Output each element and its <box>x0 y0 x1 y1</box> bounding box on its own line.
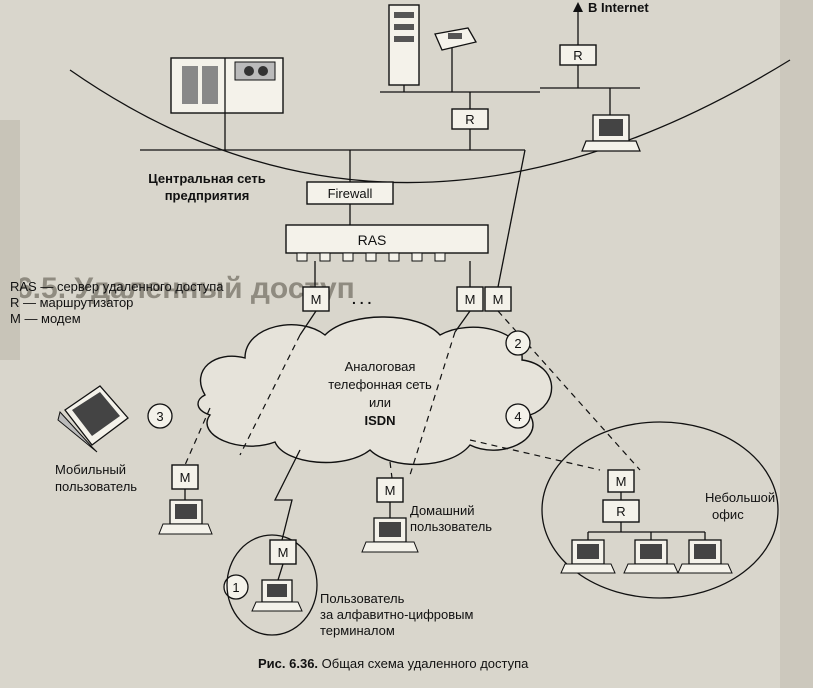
path-mobile <box>184 407 211 466</box>
enterprise-network-boundary <box>69 59 791 184</box>
laptop-icon <box>57 385 129 453</box>
svg-text:1: 1 <box>232 580 239 595</box>
page-edge-shadow <box>780 0 813 688</box>
case-badge-2: 2 <box>505 330 531 356</box>
office-modem-label: M <box>616 474 627 489</box>
computer-icon <box>361 517 419 553</box>
caption-text: Общая схема удаленного доступа <box>318 656 529 671</box>
caption-prefix: Рис. 6.36. <box>258 656 318 671</box>
path-office <box>469 439 601 471</box>
firewall-label: Firewall <box>328 186 373 201</box>
arrow-up-icon <box>573 2 583 12</box>
terminal-user-label-1: Пользователь <box>320 591 405 606</box>
legend-ras: RAS — сервер удаленного доступа <box>10 279 224 294</box>
svg-text:4: 4 <box>514 409 521 424</box>
legend-modem: M — модем <box>10 311 81 326</box>
server-rack-icon <box>170 57 284 150</box>
terminal-icon <box>251 579 303 612</box>
terminal-user-label-3: терминалом <box>320 623 395 638</box>
cloud-label-1: Аналоговая <box>345 359 416 374</box>
home-modem-label: M <box>385 483 396 498</box>
small-office-boundary <box>541 421 779 599</box>
case-badge-4: 4 <box>505 403 531 429</box>
ras-label: RAS <box>358 232 387 248</box>
router-internal-label: R <box>465 112 474 127</box>
path-case-4 <box>409 331 456 476</box>
terminal-user-boundary <box>226 534 318 636</box>
path-home <box>389 461 393 479</box>
case-badge-1: 1 <box>223 574 249 600</box>
home-user-label-2: пользователь <box>410 519 492 534</box>
mobile-user-label-2: пользователь <box>55 479 137 494</box>
terminal-user-label-2: за алфавитно-цифровым <box>320 607 474 622</box>
home-user-label-1: Домашний <box>410 503 474 518</box>
ras-modem-2-label: M <box>465 292 476 307</box>
terminal-modem-label: M <box>278 545 289 560</box>
background-heading: 6.5. Удаленный доступ <box>16 272 355 305</box>
figure-caption: Рис. 6.36. Общая схема удаленного доступ… <box>258 656 529 671</box>
router-internet-label: R <box>573 48 582 63</box>
small-office-label-2: офис <box>712 507 744 522</box>
ras-box <box>285 224 489 254</box>
path-case-3 <box>239 334 301 456</box>
cloud-label-4: ISDN <box>364 413 395 428</box>
computer-icon <box>158 499 213 535</box>
office-router-label: R <box>616 504 625 519</box>
internet-label: В Internet <box>588 0 649 15</box>
lightning-link <box>273 449 301 541</box>
computer-icon <box>677 539 733 574</box>
phone-network-cloud <box>197 316 553 466</box>
terminal-modem <box>269 539 297 565</box>
computer-icon <box>581 114 641 152</box>
modem-ellipsis: . . . <box>352 291 371 307</box>
legend-router: R — маршрутизатор <box>10 295 133 310</box>
computer-icon <box>623 539 679 574</box>
ras-ports <box>296 252 446 262</box>
background-text-fragment <box>0 120 20 360</box>
cloud-label-2: телефонная сеть <box>328 377 432 392</box>
computer-icon <box>560 539 616 574</box>
ras-modem-2 <box>456 286 484 312</box>
ras-modem-1-label: M <box>311 292 322 307</box>
svg-text:3: 3 <box>156 409 163 424</box>
svg-text:2: 2 <box>514 336 521 351</box>
ras-modem-1 <box>302 286 330 312</box>
mobile-user-label-1: Мобильный <box>55 462 126 477</box>
small-office-label-1: Небольшой <box>705 490 775 505</box>
printer-icon <box>434 27 477 60</box>
server-tower-icon <box>388 4 420 92</box>
dmz-modem-label: M <box>493 292 504 307</box>
central-network-label-1: Центральная сеть <box>148 171 265 186</box>
mobile-modem-label: M <box>180 470 191 485</box>
case-badge-3: 3 <box>147 403 173 429</box>
cloud-label-3: или <box>369 395 391 410</box>
central-network-label-2: предприятия <box>165 188 250 203</box>
